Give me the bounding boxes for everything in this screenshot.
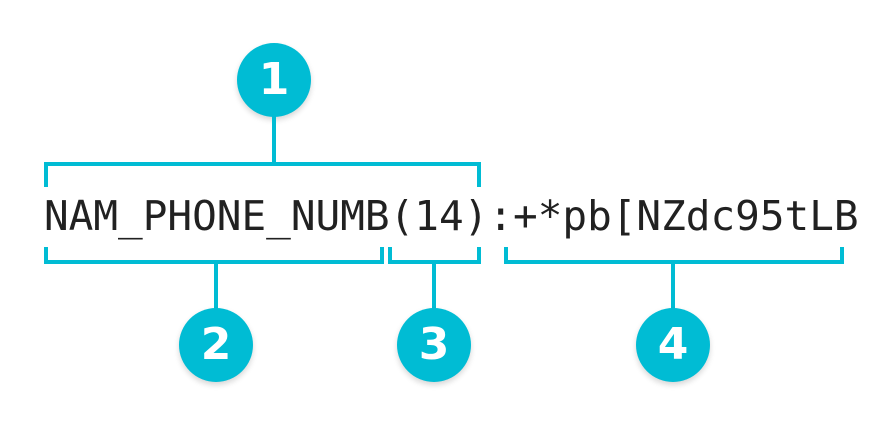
callout-stem-1 xyxy=(272,114,276,164)
callout-stem-4 xyxy=(671,262,675,310)
callout-badge-1-label: 1 xyxy=(258,54,290,105)
callout-stem-3 xyxy=(432,262,436,310)
callout-badge-3-label: 3 xyxy=(418,319,450,370)
callout-badge-2-label: 2 xyxy=(200,319,232,370)
callout-badge-4-label: 4 xyxy=(657,319,689,370)
string-segment-colon: : xyxy=(488,192,514,240)
callout-badge-1[interactable]: 1 xyxy=(237,43,311,117)
callout-badge-4[interactable]: 4 xyxy=(636,308,710,382)
bracket-1-top xyxy=(44,162,481,187)
callout-badge-3[interactable]: 3 xyxy=(397,308,471,382)
callout-stem-2 xyxy=(214,262,218,310)
annotated-string: NAM_PHONE_NUMB(14):+*pb[NZdc95tLB xyxy=(44,186,859,246)
string-segment-name: NAM_PHONE_NUMB xyxy=(44,192,390,240)
string-segment-value: +*pb[NZdc95tLB xyxy=(513,192,859,240)
string-segment-length: (14) xyxy=(389,192,489,240)
callout-badge-2[interactable]: 2 xyxy=(179,308,253,382)
